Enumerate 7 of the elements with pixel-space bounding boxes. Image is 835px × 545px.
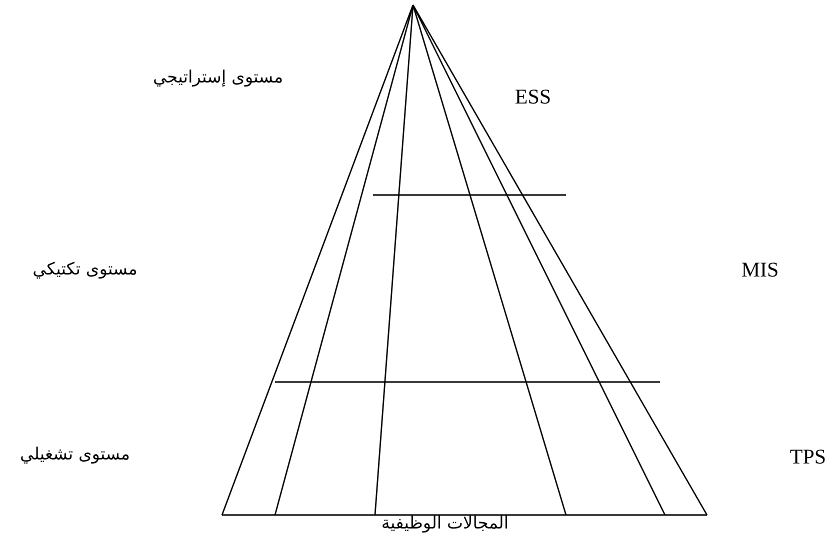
level-label: مستوى تشغيلي xyxy=(20,446,130,464)
system-label: ESS xyxy=(514,85,552,109)
level-label: مستوى تكتيكي xyxy=(32,260,138,280)
system-label: TPS xyxy=(790,445,826,469)
axis-label: المجالات الوظيفية xyxy=(381,514,509,534)
system-label: MIS xyxy=(741,258,779,282)
level-label: مستوى إستراتيجي xyxy=(152,68,284,88)
